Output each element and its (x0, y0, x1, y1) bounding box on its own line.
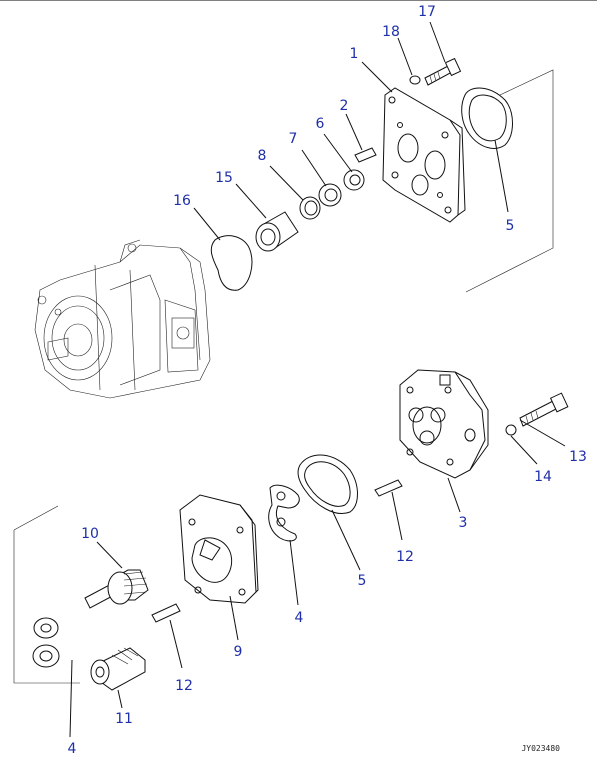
callout-6: 6 (316, 116, 325, 132)
callout-11: 11 (115, 711, 133, 727)
drawing-code: JY023480 (521, 744, 560, 753)
callout-10: 10 (81, 526, 99, 542)
part-12-pin-lower (151, 603, 181, 623)
callout-1: 1 (350, 46, 359, 62)
part-4-bushing-upper (268, 484, 300, 542)
callout-17: 17 (418, 4, 436, 20)
part-6-seal (343, 169, 365, 191)
leader-lines (69, 21, 566, 738)
bracket-lower (13, 505, 80, 684)
part-2-dowel-pin (354, 147, 377, 163)
part-4-bushing-lower (32, 617, 60, 668)
callout-5-top: 5 (506, 218, 515, 234)
part-12-pin-upper (374, 479, 403, 497)
callout-5-lower: 5 (358, 573, 367, 589)
bracket-upper (465, 69, 554, 293)
callout-9: 9 (234, 644, 243, 660)
part-5-gasket-top (461, 87, 513, 149)
callout-4-upper: 4 (295, 610, 304, 626)
callout-13: 13 (569, 449, 587, 465)
part-8-ring (299, 196, 321, 220)
part-1-cover-plate (382, 87, 466, 223)
part-18-washer (409, 75, 421, 85)
callout-12-upper: 12 (396, 549, 414, 565)
callout-2: 2 (340, 98, 349, 114)
part-9-gear-housing (179, 494, 259, 604)
callout-15: 15 (215, 170, 233, 186)
callout-7: 7 (289, 131, 298, 147)
part-7-bearing (318, 183, 342, 207)
callout-8: 8 (258, 148, 267, 164)
part-3-pump-body (399, 369, 489, 479)
part-14-washer (505, 424, 517, 436)
part-16-gasket (210, 235, 253, 291)
part-11-driven-gear (90, 647, 146, 691)
part-17-bolt (424, 57, 462, 86)
callout-18: 18 (382, 24, 400, 40)
pump-assembly-drawing (34, 239, 211, 399)
callout-labels: 1 2 6 7 8 15 16 17 18 5 13 14 3 12 5 4 9… (68, 4, 587, 757)
callout-4-lower: 4 (68, 741, 77, 757)
callout-12-lower: 12 (175, 678, 193, 694)
part-10-drive-gear-shaft (84, 569, 149, 609)
part-5-gasket-lower (297, 454, 358, 514)
callout-16: 16 (173, 193, 191, 209)
callout-14: 14 (534, 469, 552, 485)
part-15-coupling (255, 211, 299, 252)
part-13-bolt (519, 392, 569, 427)
callout-3: 3 (459, 515, 468, 531)
